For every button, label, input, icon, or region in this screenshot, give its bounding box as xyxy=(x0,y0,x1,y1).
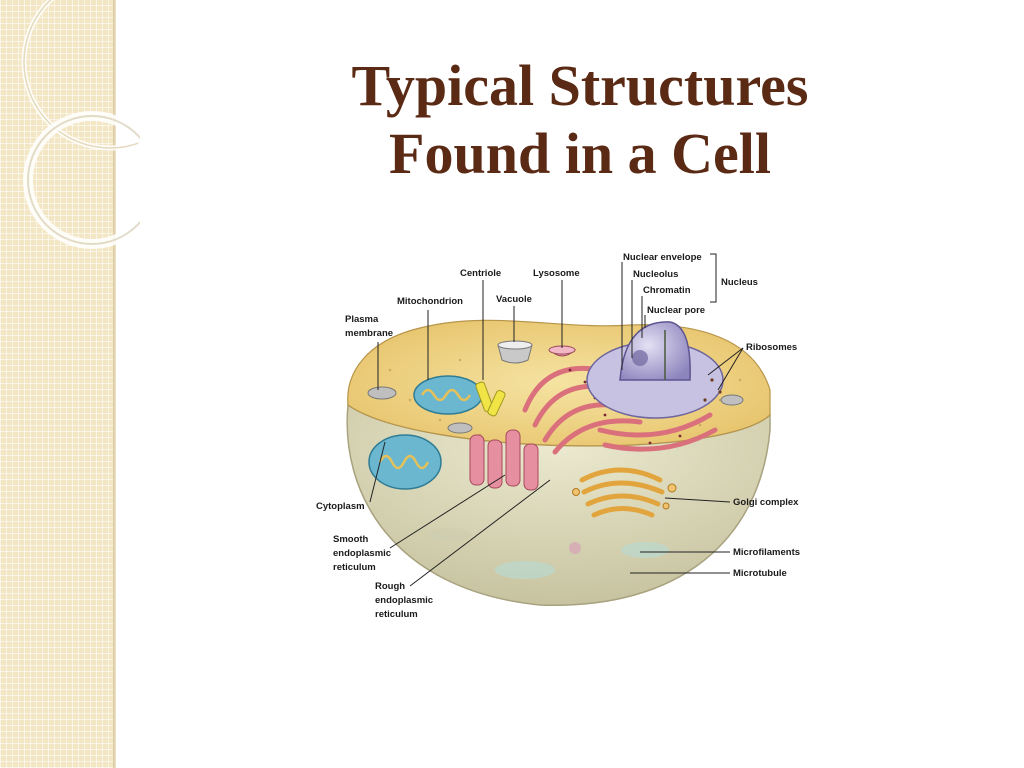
label-cytoplasm: Cytoplasm xyxy=(316,501,365,512)
deco-circle-small-outline xyxy=(27,115,140,245)
free-ribosomes xyxy=(703,378,722,402)
label-microfilaments: Microfilaments xyxy=(733,547,800,558)
deco-circle-large-outline xyxy=(23,0,140,149)
label-smooth-er-3: reticulum xyxy=(333,562,376,573)
label-chromatin: Chromatin xyxy=(643,285,691,296)
centriole xyxy=(475,381,506,417)
label-vacuole: Vacuole xyxy=(496,294,532,305)
label-nucleus: Nucleus xyxy=(721,277,758,288)
label-plasma-membrane-2: membrane xyxy=(345,328,393,339)
leader-lines xyxy=(369,253,744,587)
slide-title: Typical Structures Found in a Cell xyxy=(250,52,910,188)
decorative-circles xyxy=(21,0,140,249)
golgi-vesicles xyxy=(572,483,677,510)
title-line-1: Typical Structures xyxy=(351,53,809,118)
label-rough-er-3: reticulum xyxy=(375,609,418,620)
mitochondrion-left xyxy=(368,434,442,490)
label-ribosomes: Ribosomes xyxy=(746,342,797,353)
label-golgi-complex: Golgi complex xyxy=(733,497,799,508)
deco-circle-small xyxy=(23,111,140,249)
label-rough-er-1: Rough xyxy=(375,581,405,592)
lower-vesicle-3 xyxy=(428,528,472,542)
label-mitochondrion: Mitochondrion xyxy=(397,296,463,307)
lysosome xyxy=(548,345,577,357)
lower-granule xyxy=(569,542,581,554)
label-nuclear-envelope: Nuclear envelope xyxy=(623,252,702,263)
label-lysosome: Lysosome xyxy=(533,268,580,279)
vesicle-right xyxy=(720,394,744,406)
mitochondrion-top xyxy=(413,375,483,415)
lower-vesicle-2 xyxy=(621,542,669,558)
label-smooth-er-1: Smooth xyxy=(333,534,369,545)
vacuole xyxy=(497,340,533,364)
label-nucleolus: Nucleolus xyxy=(633,269,678,280)
label-microtubule: Microtubule xyxy=(733,568,787,579)
label-nuclear-pore: Nuclear pore xyxy=(647,305,705,316)
lower-vesicle-1 xyxy=(495,561,555,579)
vesicle-left xyxy=(367,386,397,400)
cell-diagram: Centriole Lysosome Nuclear envelope Nucl… xyxy=(316,252,800,620)
rough-er xyxy=(522,365,718,455)
label-rough-er-2: endoplasmic xyxy=(375,595,433,606)
side-strip-edge xyxy=(113,0,116,768)
nucleus xyxy=(586,321,724,419)
title-line-2: Found in a Cell xyxy=(389,121,771,186)
golgi-complex xyxy=(579,467,665,518)
label-smooth-er-2: endoplasmic xyxy=(333,548,391,559)
vesicle-mid xyxy=(447,422,473,434)
label-plasma-membrane-1: Plasma xyxy=(345,314,379,325)
smooth-er xyxy=(469,429,539,491)
label-centriole: Centriole xyxy=(460,268,501,279)
